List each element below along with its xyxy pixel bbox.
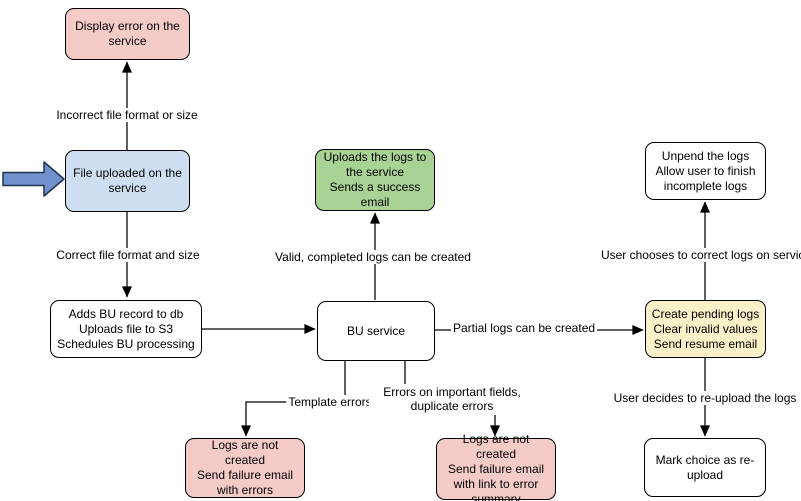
node-text: BU service [346,323,405,338]
node-file-uploaded: File uploaded on the service [65,150,190,212]
node-text-line: Logs are not created [211,438,279,467]
node-text-line: Logs are not created [462,431,530,461]
node-display-error: Display error on the service [65,8,190,60]
edge-label-field-errors: Errors on important fields, duplicate er… [369,385,535,413]
node-adds-bu-record: Adds BU record to db Uploads file to S3 … [50,300,202,358]
node-text-line: Unpend the logs [661,148,750,163]
node-logs-not-created-errors: Logs are not created Send failure email … [185,438,305,498]
edge-label-incorrect-format: Incorrect file format or size [54,108,200,122]
node-create-pending-logs: Create pending logs Clear invalid values… [645,300,766,358]
node-text: Display error on the service [75,19,180,48]
node-mark-reupload: Mark choice as re-upload [644,438,766,497]
node-text-line: Send resume email [653,336,758,351]
node-text-line: Create pending logs [651,306,760,321]
edge-label-valid-logs: Valid, completed logs can be created [273,250,473,264]
node-text-line: Uploads file to S3 [78,321,174,336]
node-text-line: Sends a success email [329,180,421,209]
node-text-line: Send failure email with link to error su… [447,461,545,501]
node-uploads-logs-success: Uploads the logs to the service Sends a … [315,149,435,211]
edge-label-user-corrects: User chooses to correct logs on service [598,248,801,262]
node-text: Mark choice as re-upload [655,452,755,482]
edge-label-template-errors: Template errors [286,395,374,409]
edge-label-partial-logs: Partial logs can be created [450,321,598,335]
node-text-line: Allow user to finish incomplete logs [655,163,756,193]
node-logs-not-created-summary: Logs are not created Send failure email … [436,432,556,501]
node-text-line: Send failure email with errors [196,468,294,497]
node-unpend-logs: Unpend the logs Allow user to finish inc… [645,142,766,200]
node-text: File uploaded on the service [73,166,182,195]
edge-label-correct-format: Correct file format and size [54,248,202,262]
node-text-line: Uploads the logs to the service [323,150,427,179]
edge-label-user-reupload: User decides to re-upload the logs [611,391,799,405]
node-text-line: Schedules BU processing [57,336,195,351]
node-text-line: Adds BU record to db [68,306,184,321]
node-text-line: Clear invalid values [653,321,758,336]
node-bu-service: BU service [317,301,435,361]
entry-block-arrow-icon [2,161,65,197]
